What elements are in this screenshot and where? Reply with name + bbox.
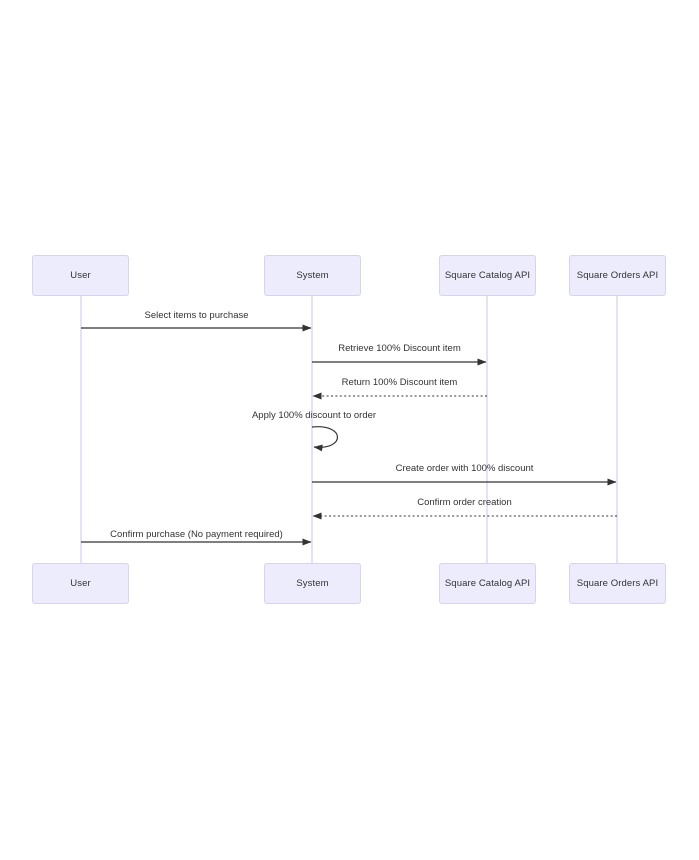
participant-user-bottom[interactable]: User [32, 563, 129, 604]
participant-label: User [70, 269, 91, 281]
participant-label: Square Catalog API [444, 269, 531, 281]
participant-label: Square Orders API [576, 269, 659, 281]
message-label-4: Create order with 100% discount [395, 463, 534, 474]
message-label-1: Retrieve 100% Discount item [338, 343, 461, 354]
participant-user-top[interactable]: User [32, 255, 129, 296]
participant-system-top[interactable]: System [264, 255, 361, 296]
participant-label: System [296, 577, 329, 589]
participant-system-bottom[interactable]: System [264, 563, 361, 604]
participant-label: Square Orders API [576, 577, 659, 589]
message-arrow-group [81, 324, 617, 546]
message-label-2: Return 100% Discount item [341, 377, 458, 388]
message-label-6: Confirm purchase (No payment required) [110, 529, 283, 540]
message-arrow-self-3 [311, 426, 339, 452]
lifeline-group [80, 296, 618, 563]
participant-catalog-bottom[interactable]: Square Catalog API [439, 563, 536, 604]
participant-orders-top[interactable]: Square Orders API [569, 255, 666, 296]
participant-label: Square Catalog API [444, 577, 531, 589]
message-label-3: Apply 100% discount to order [251, 410, 377, 421]
participant-label: System [296, 269, 329, 281]
participant-catalog-top[interactable]: Square Catalog API [439, 255, 536, 296]
participant-label: User [70, 577, 91, 589]
message-label-5: Confirm order creation [417, 497, 512, 508]
participant-orders-bottom[interactable]: Square Orders API [569, 563, 666, 604]
message-label-0: Select items to purchase [144, 310, 249, 321]
